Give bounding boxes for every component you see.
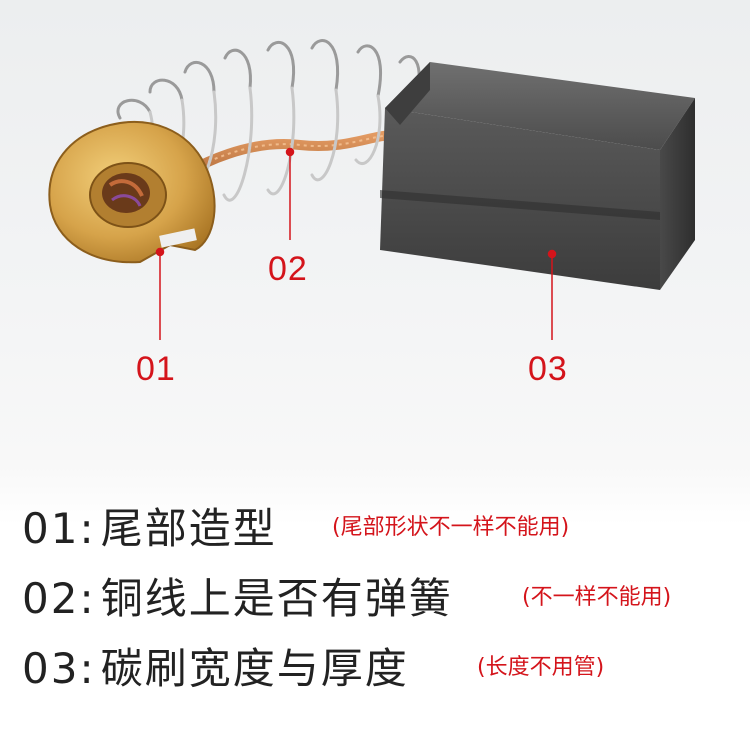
spec-note: (长度不用管): [477, 655, 605, 680]
spring: [116, 39, 421, 120]
spec-note: (不一样不能用): [522, 585, 672, 610]
spec-line-02: 02: 铜线上是否有弹簧 (不一样不能用): [22, 565, 671, 625]
spec-code: 01:: [22, 504, 96, 553]
carbon-brush-photo: [48, 39, 695, 340]
callout-01: 01: [136, 350, 176, 388]
spec-text: 碳刷宽度与厚度: [100, 644, 409, 693]
spec-code: 02:: [22, 574, 96, 623]
callout-lines: [155, 147, 557, 340]
brass-terminal: [48, 120, 216, 264]
spec-note: (尾部形状不一样不能用): [332, 515, 570, 540]
spec-code: 03:: [22, 644, 96, 693]
carbon-block: [380, 62, 695, 290]
spec-text: 尾部造型: [100, 504, 277, 553]
spec-text: 铜线上是否有弹簧: [100, 574, 453, 623]
spec-line-03: 03: 碳刷宽度与厚度 (长度不用管): [22, 635, 604, 695]
callout-03: 03: [528, 350, 568, 388]
callout-02: 02: [268, 250, 308, 288]
spec-line-01: 01: 尾部造型 (尾部形状不一样不能用): [22, 495, 569, 555]
